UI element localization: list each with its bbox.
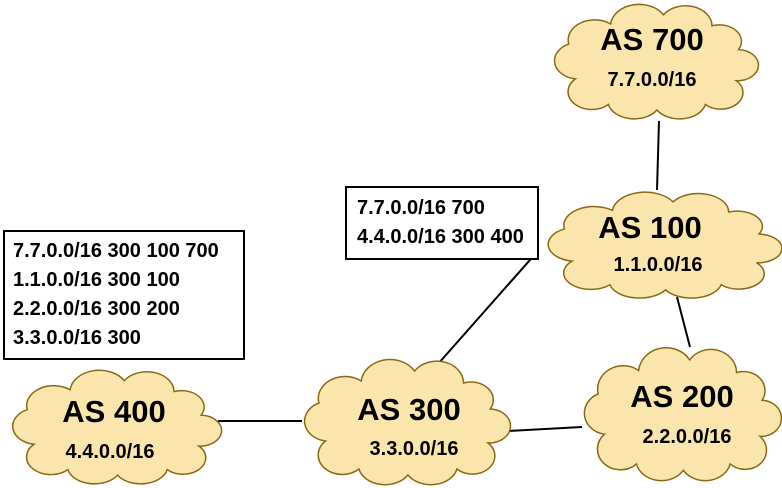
link-as100-as300 — [437, 251, 538, 365]
route-entry: 7.7.0.0/16 300 100 700 — [13, 240, 219, 262]
as200-cloud — [583, 346, 782, 482]
as200-label: AS 200 — [630, 379, 734, 414]
route-entry: 4.4.0.0/16 300 400 — [357, 226, 524, 248]
link-as700-as100 — [656, 120, 660, 191]
route-table-box-left: 7.7.0.0/16 300 100 700 1.1.0.0/16 300 10… — [3, 230, 245, 360]
route-table-box-center: 7.7.0.0/16 700 4.4.0.0/16 300 400 — [345, 186, 539, 260]
route-entry: 2.2.0.0/16 300 200 — [13, 298, 180, 320]
route-entry: 3.3.0.0/16 300 — [13, 327, 141, 349]
as100-prefix: 1.1.0.0/16 — [613, 254, 703, 276]
as700-prefix: 7.7.0.0/16 — [607, 69, 697, 91]
as300-label: AS 300 — [357, 392, 461, 427]
as700-label: AS 700 — [600, 22, 704, 57]
link-as300-as200 — [506, 426, 583, 432]
as200-prefix: 2.2.0.0/16 — [642, 426, 732, 448]
as100-cloud — [547, 191, 782, 299]
route-entry: 7.7.0.0/16 700 — [357, 197, 485, 219]
link-lines — [218, 120, 691, 432]
as400-label: AS 400 — [62, 394, 166, 429]
route-entry: 1.1.0.0/16 300 100 — [13, 269, 180, 291]
as100-label: AS 100 — [598, 210, 702, 245]
as400-prefix: 4.4.0.0/16 — [65, 441, 155, 463]
as300-prefix: 3.3.0.0/16 — [369, 438, 459, 460]
link-as100-as200 — [676, 296, 691, 348]
